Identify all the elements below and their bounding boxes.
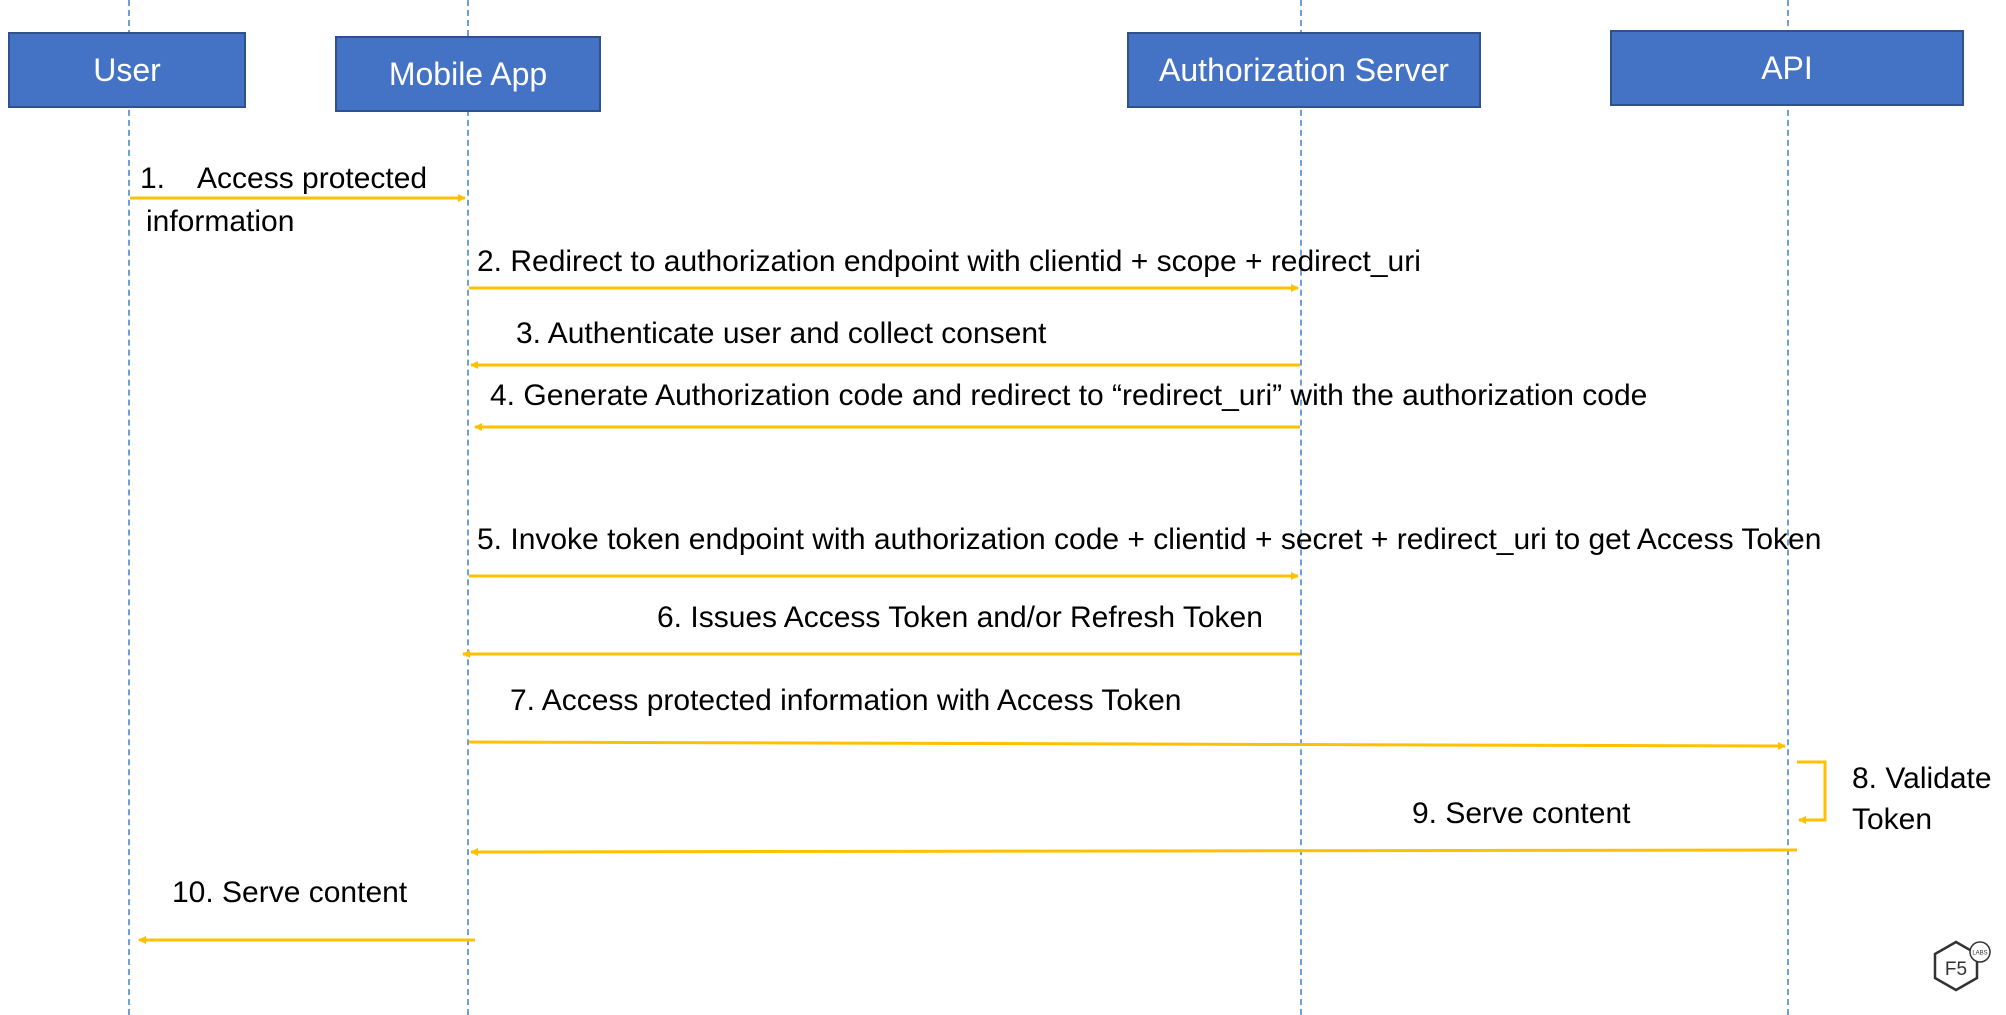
message-8-line2: Token	[1852, 803, 1933, 836]
auth-server-lifeline	[1300, 0, 1302, 1015]
message-4: 4. Generate Authorization code and redir…	[490, 379, 1648, 412]
message-2: 2. Redirect to authorization endpoint wi…	[477, 245, 1421, 278]
message-1-number: 1.	[140, 162, 166, 195]
actor-authorization-server: Authorization Server	[1127, 32, 1481, 108]
actor-user: User	[8, 32, 246, 108]
arrow-8-self	[1797, 760, 1827, 824]
message-9: 9. Serve content	[1412, 797, 1631, 830]
message-1-line2: information	[146, 205, 295, 238]
message-10: 10. Serve content	[172, 876, 408, 909]
actor-mobile-app: Mobile App	[335, 36, 601, 112]
message-7: 7. Access protected information with Acc…	[510, 684, 1182, 717]
mobile-app-lifeline	[467, 0, 469, 1015]
message-8-line1: 8. Validate	[1852, 762, 1992, 795]
api-lifeline	[1787, 0, 1789, 1015]
message-1-line1: Access protected	[197, 162, 428, 195]
arrow-9	[470, 847, 1798, 856]
user-lifeline	[128, 0, 130, 1015]
message-3: 3. Authenticate user and collect consent	[516, 317, 1047, 350]
message-6: 6. Issues Access Token and/or Refresh To…	[657, 601, 1263, 634]
actor-api: API	[1610, 30, 1964, 106]
arrow-7	[468, 740, 1786, 750]
message-5: 5. Invoke token endpoint with authorizat…	[477, 523, 1822, 556]
